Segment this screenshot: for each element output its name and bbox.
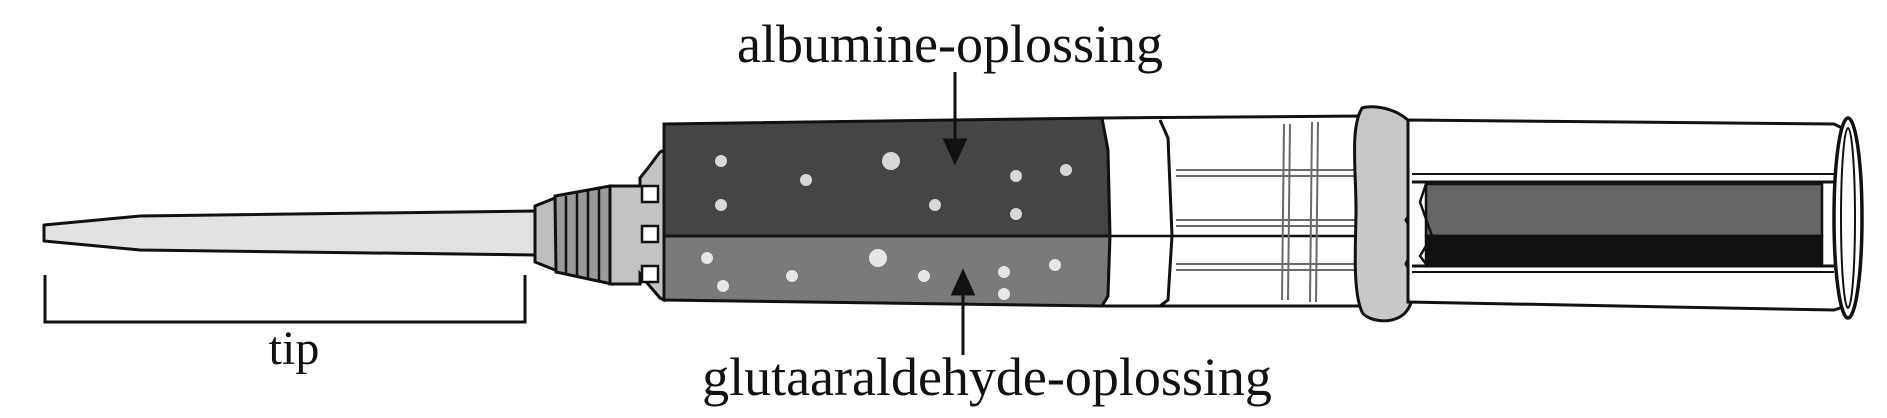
top-chamber: [662, 116, 1112, 238]
needle: [42, 209, 537, 257]
needle-shaft: [42, 209, 537, 257]
plunger-rod-top: [1424, 182, 1824, 238]
syringe-barrel: [662, 114, 1376, 308]
label-glutaaraldehyde: glutaaraldehyde-oplossing: [702, 347, 1272, 407]
barrel-clear-section: [1099, 114, 1376, 308]
bottom-chamber: [662, 234, 1112, 308]
hub-ribbed: [553, 184, 614, 286]
arrow-top-head: [942, 138, 968, 166]
arrow-bottom-head: [950, 268, 976, 296]
plunger-end-cap: [1832, 116, 1864, 320]
tip-bracket: [43, 275, 527, 324]
finger-flange: [1353, 105, 1416, 323]
bubbles-top: [715, 152, 1072, 220]
label-albumine: albumine-oplossing: [737, 14, 1163, 74]
needle-hub: [533, 147, 666, 303]
barrel-grid: [1176, 121, 1368, 303]
bubbles-bottom: [701, 249, 1061, 300]
label-tip: tip: [269, 322, 320, 375]
annotations: [942, 72, 976, 355]
plunger-rod-bottom: [1424, 234, 1824, 266]
plunger: [1406, 116, 1864, 320]
barrel-seal: [1158, 119, 1174, 308]
